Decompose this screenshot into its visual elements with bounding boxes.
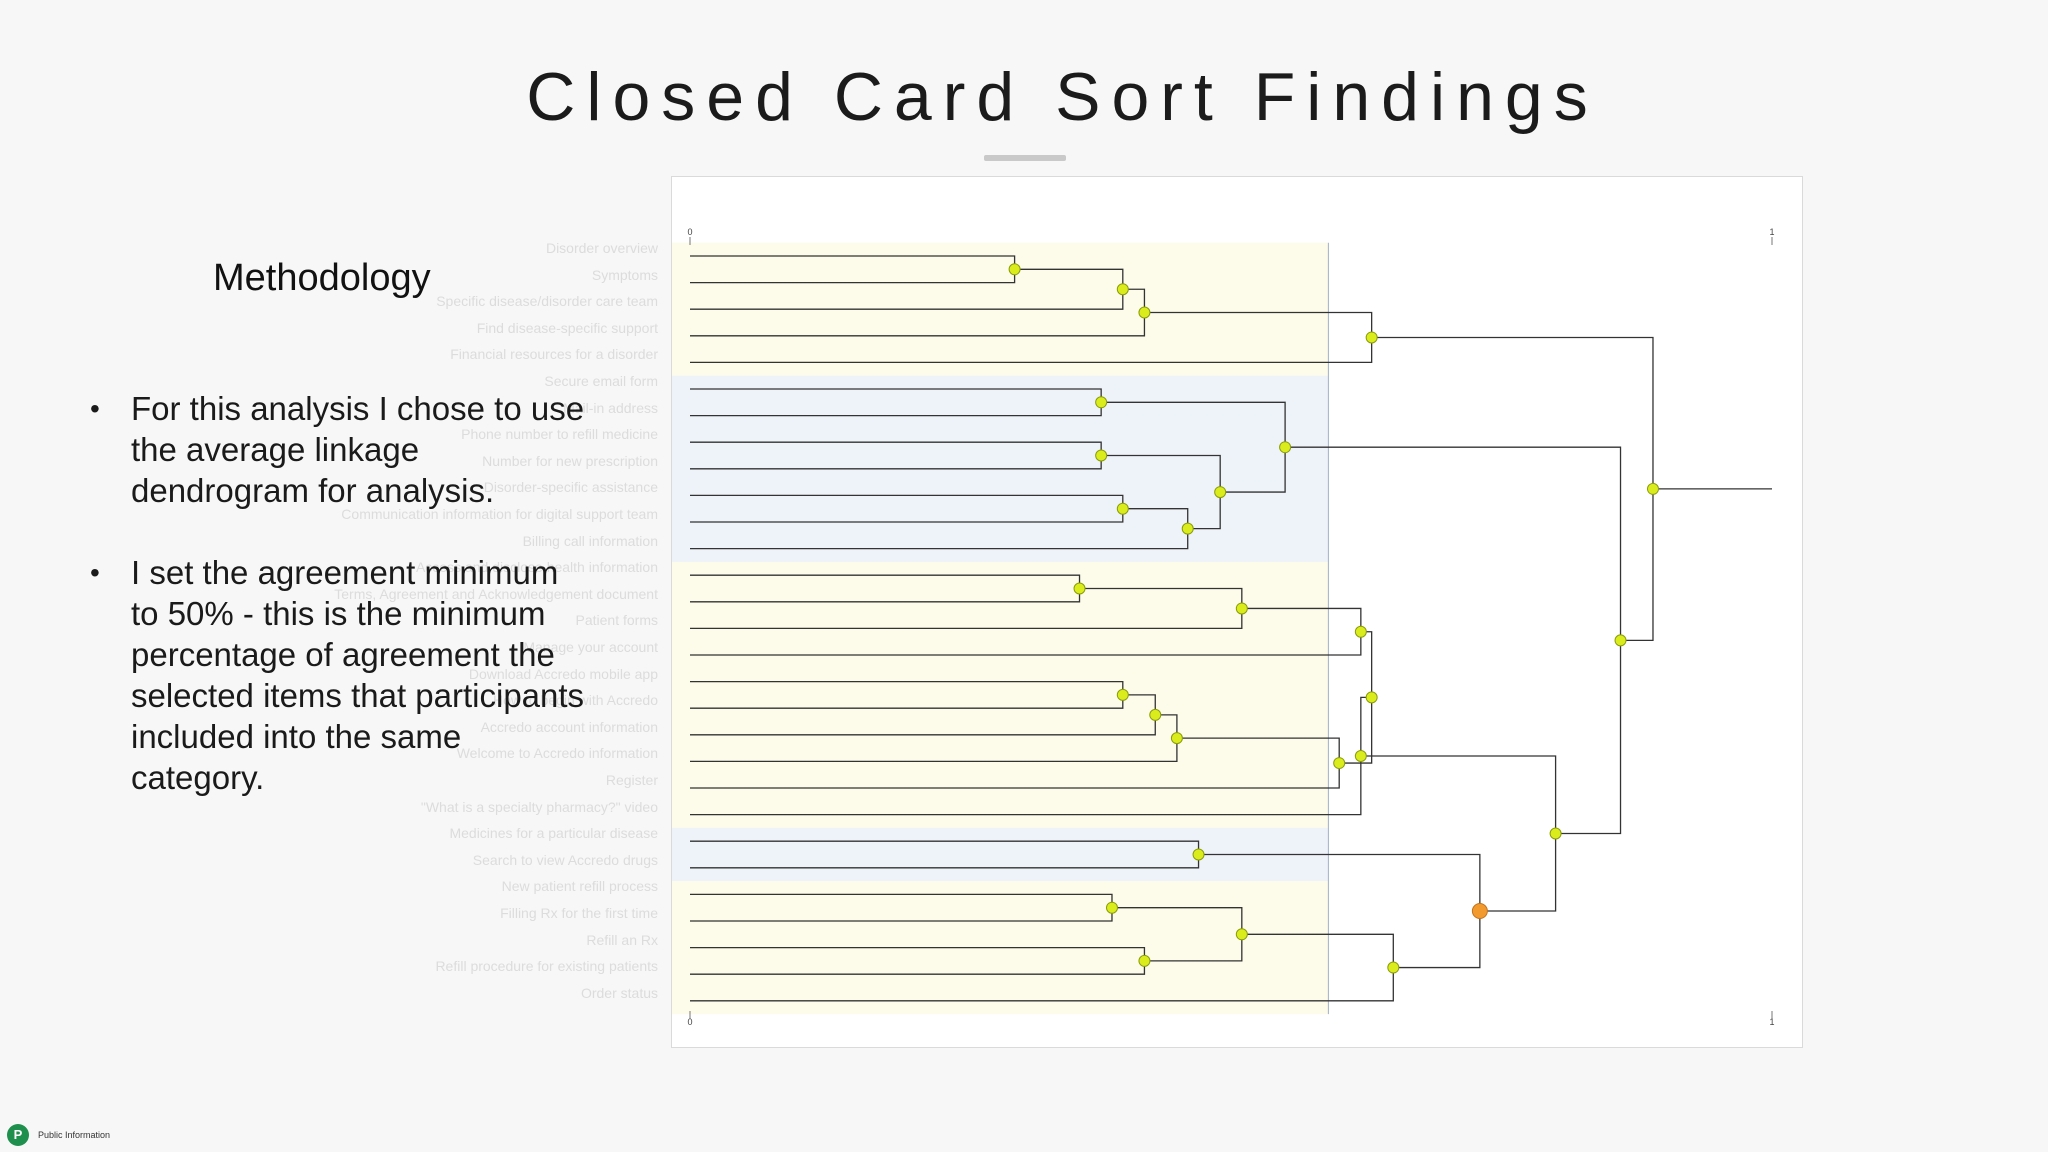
cluster-node-marker [1181,522,1194,535]
bullet-dot-icon: • [90,393,100,424]
dendrogram-branch [1285,446,1622,835]
card-label: Patient forms [575,612,658,629]
cluster-node-marker [1073,582,1086,595]
card-label: Welcome to Accredo information [456,745,658,762]
scale-tick-label: 0 [687,1017,692,1027]
dendrogram-branch [1360,755,1557,912]
cut-node-marker [1471,903,1488,920]
card-label: Register [605,772,658,788]
card-label: Specific disease/disorder care team [436,293,658,310]
card-label: Terms, Agreement and Acknowledgement doc… [334,585,658,602]
bullet-dot-icon: • [90,557,100,588]
card-label: Access and disclose health information [415,559,658,576]
card-label: "What is a specialty pharmacy?" video [420,798,658,815]
card-label: Refill an Rx [586,931,658,948]
cluster-node-marker [1149,708,1162,721]
bullet-text: I set the agreement minimum to 50% - thi… [131,554,585,796]
cluster-band [672,561,1329,828]
company-logo-icon: P [7,1124,29,1146]
card-label: Mail-in address [563,399,658,416]
card-label: Medicines for a particular disease [449,825,658,842]
cluster-node-marker [1549,827,1562,840]
cluster-node-marker [1138,306,1151,319]
methodology-bullets: • For this analysis I chose to use the av… [90,388,590,839]
card-label: Search to view Accredo drugs [472,851,658,868]
card-label: Find disease-specific support [476,319,658,336]
card-label: Accredo account information [480,718,658,735]
cluster-node-marker [1235,928,1248,941]
classification-label: Public Information [38,1130,111,1140]
card-label: Financial resources for a disorder [450,346,658,363]
card-label: Order status [580,984,658,1001]
card-label: Manage your account [523,639,658,655]
bullet-item: • For this analysis I chose to use the av… [90,388,590,511]
footer: P Public Information [7,1124,110,1146]
cluster-node-marker [1105,901,1118,914]
cluster-node-marker [1095,396,1108,409]
dendrogram-branch [1371,336,1654,641]
title-underline [984,155,1066,161]
cluster-node-marker [1365,691,1378,704]
dendrogram-frame: 0 1 0 1 [671,176,1803,1048]
cluster-node-marker [1008,263,1021,276]
card-label: Disorder overview [545,240,658,256]
card-label: Secure email form [544,373,658,389]
bullet-text: For this analysis I chose to use the ave… [131,390,585,509]
card-label: Filling Rx for the first time [500,905,658,921]
bullet-item: • I set the agreement minimum to 50% - th… [90,552,590,798]
cluster-node-marker [1170,732,1183,745]
cluster-node-marker [1116,688,1129,701]
cluster-node-marker [1192,848,1205,861]
card-label: Number for new prescription [482,452,658,469]
cluster-node-marker [1279,441,1292,454]
card-label: New patient refill process [501,878,658,895]
scale-tick-label: 1 [1769,1017,1774,1027]
cluster-node-marker [1387,961,1400,974]
card-label: Download Accredo mobile app [468,665,658,682]
cluster-node-marker [1354,749,1367,762]
cluster-node-marker [1095,449,1108,462]
card-label: How to begin with Accredo [493,692,658,709]
scale-tick-label: 0 [687,227,692,237]
card-label: Communication information for digital su… [341,506,658,522]
card-label: Refill procedure for existing patients [435,958,658,975]
card-label: Symptoms [591,266,658,283]
cluster-node-marker [1646,482,1659,495]
cluster-node-marker [1116,283,1129,296]
card-label: Phone number to refill medicine [461,426,658,443]
methodology-heading: Methodology [213,257,431,299]
cluster-node-marker [1235,602,1248,615]
cluster-node-marker [1333,757,1346,770]
scale-tick-label: 1 [1769,227,1774,237]
cluster-node-marker [1354,625,1367,638]
cluster-node-marker [1365,331,1378,344]
cluster-node-marker [1214,486,1227,499]
cluster-node-marker [1116,502,1129,515]
cluster-node-marker [1614,634,1627,647]
card-label: Disorder-specific assistance [483,479,658,496]
cluster-node-marker [1138,954,1151,967]
slide-title: Closed Card Sort Findings [526,59,1599,135]
card-label: Billing call information [522,532,658,549]
dendrogram-chart: 0 1 0 1 [672,227,1775,1027]
